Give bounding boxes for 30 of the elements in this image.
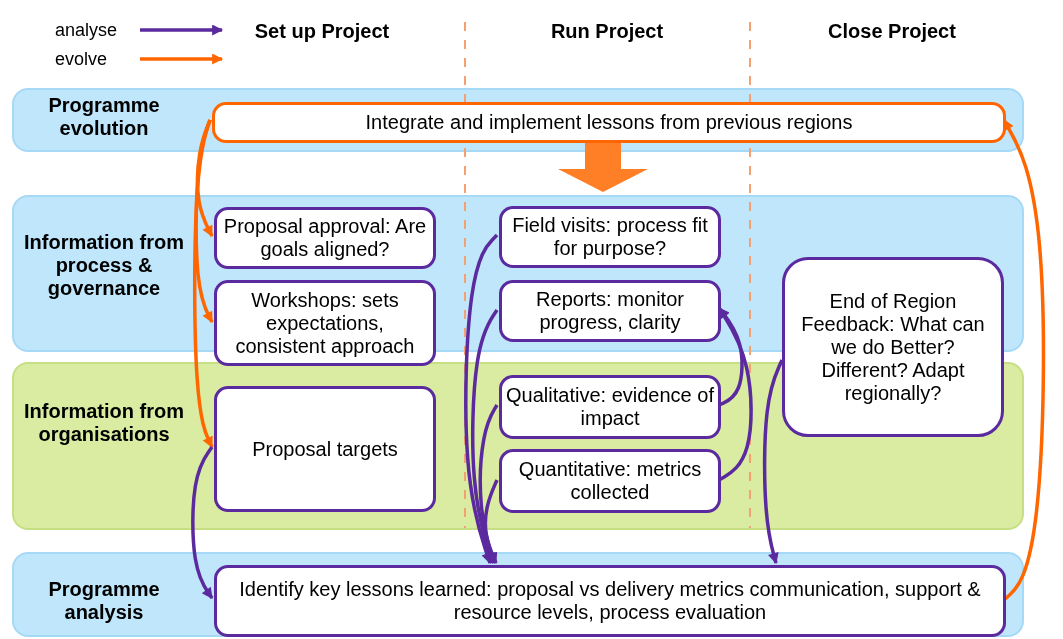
arrow xyxy=(478,404,499,565)
arrow xyxy=(483,479,499,564)
legend-label: evolve xyxy=(55,49,108,69)
block-arrow xyxy=(558,141,648,192)
arrow xyxy=(191,446,214,599)
arrow xyxy=(471,309,499,565)
arrow xyxy=(762,359,784,565)
swimlane-band xyxy=(12,88,1024,152)
column-heading: Close Project xyxy=(827,20,957,42)
column-heading: Set up Project xyxy=(253,20,391,42)
process-box: Workshops: sets expectations, consistent approach xyxy=(214,280,436,366)
process-box: Reports: monitor progress, clarity xyxy=(499,280,721,342)
swimlane-band xyxy=(12,552,1024,637)
arrow xyxy=(464,233,499,565)
process-box: Proposal approval: Are goals aligned? xyxy=(214,207,436,269)
process-box: Proposal targets xyxy=(214,386,436,512)
lane-heading: Programme analysis xyxy=(47,578,161,624)
lane-heading: Information from organisations xyxy=(23,400,185,446)
arrow xyxy=(192,119,214,448)
lane-heading: Programme evolution xyxy=(47,94,161,140)
arrow xyxy=(194,119,214,323)
legend-label: analyse xyxy=(55,20,118,40)
process-box: Integrate and implement lessons from previous regions xyxy=(212,102,1006,143)
process-box: End of Region Feedback: What can we do Better? Different? Adapt regionally? xyxy=(782,257,1004,437)
process-box: Quantitative: metrics collected xyxy=(499,449,721,513)
process-box: Identify key lessons learned: proposal vs delivery metrics communication, support & resource levels, process evaluation xyxy=(214,565,1006,637)
lane-heading: Information from process & governance xyxy=(23,231,185,300)
process-box: Field visits: process fit for purpose? xyxy=(499,206,721,268)
process-box: Qualitative: evidence of impact xyxy=(499,375,721,439)
column-heading: Run Project xyxy=(549,20,665,42)
